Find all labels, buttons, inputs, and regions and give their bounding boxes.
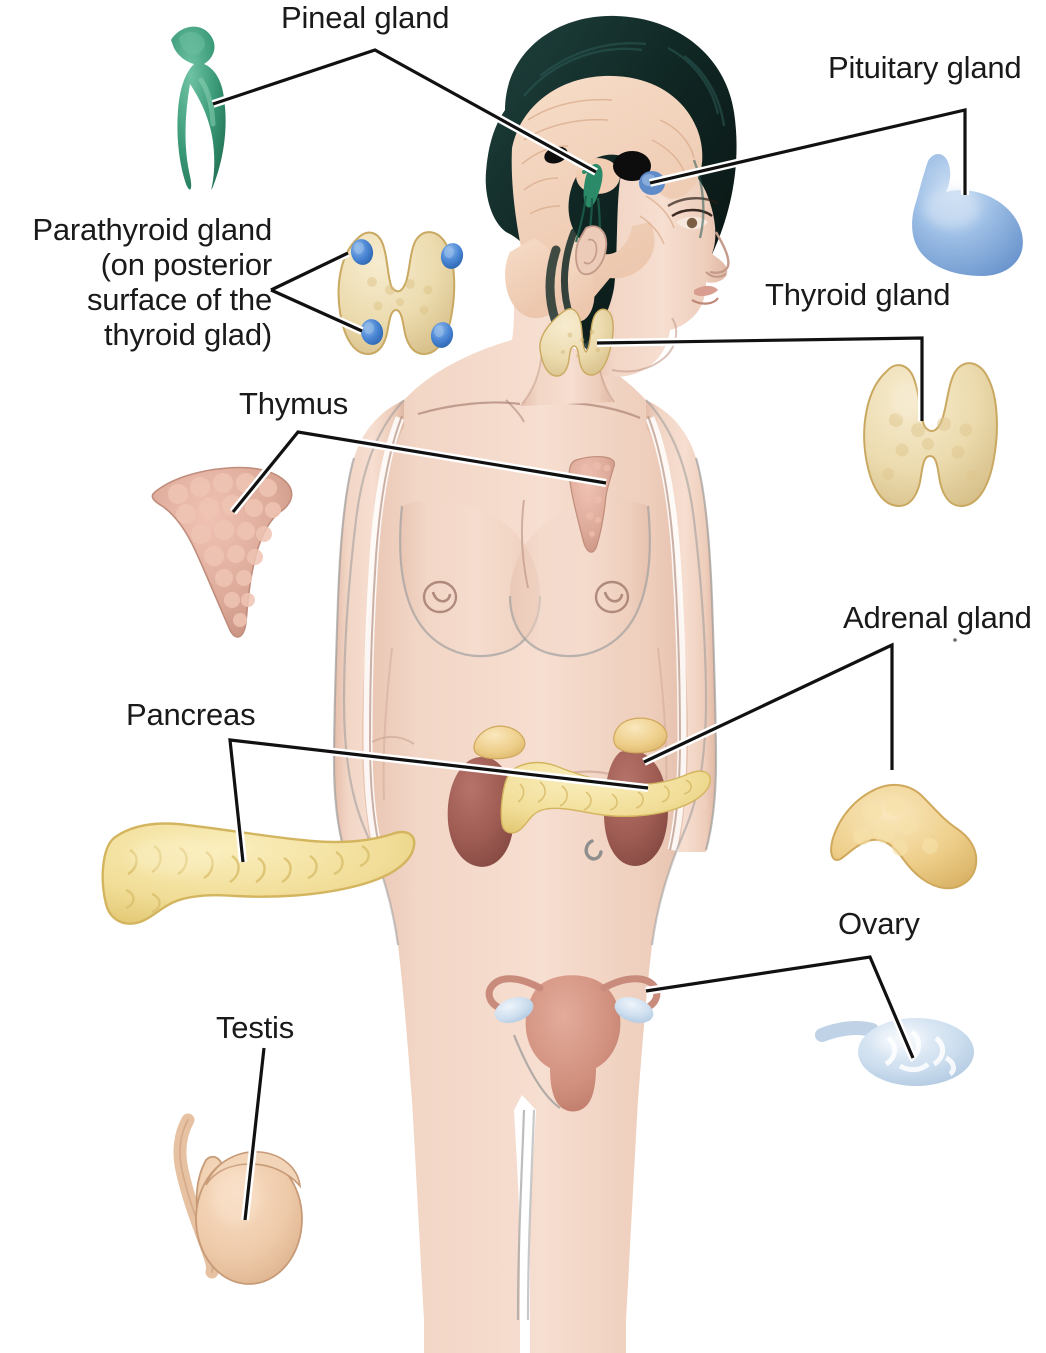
label-adrenal-gland: Adrenal gland: [843, 600, 1032, 635]
breast-left: [400, 500, 540, 657]
adrenal-in-body-right: [613, 717, 668, 754]
pineal-gland-illustration: [171, 26, 226, 190]
brain-sagittal-section: [511, 75, 703, 316]
face: [586, 149, 728, 377]
leader-lines: [211, 45, 969, 1221]
ovary-in-body-left: [494, 997, 534, 1023]
adrenal-in-body-left: [473, 725, 526, 760]
adrenal-gland-illustration: [830, 783, 978, 890]
thyroid-in-neck: [539, 308, 614, 377]
label-ovary: Ovary: [838, 906, 920, 941]
areola-left: [422, 580, 458, 614]
label-testis: Testis: [216, 1010, 295, 1045]
pineal-in-brain: [583, 164, 603, 208]
ear: [575, 225, 608, 276]
ovary-in-body-right: [614, 997, 654, 1023]
leader-ovary: [645, 955, 915, 1059]
leader-parathyroid-gland-2: [270, 288, 363, 333]
leader-pineal-gland: [212, 48, 597, 174]
leader-thyroid-gland: [596, 336, 924, 421]
leader-pituitary-gland: [649, 107, 967, 195]
label-parathyroid-gland: Parathyroid gland (on posterior surface …: [32, 212, 272, 352]
label-pineal-gland: Pineal gland: [281, 0, 450, 35]
breast-right: [510, 500, 650, 657]
body-figure: [332, 15, 737, 1353]
areola-right: [594, 580, 630, 614]
thyroid-gland-illustration: [863, 362, 998, 508]
ventricle: [613, 151, 651, 181]
leader-thymus: [231, 430, 607, 514]
navel: [584, 839, 603, 861]
testis-illustration: [173, 1113, 303, 1285]
label-thyroid-gland: Thyroid gland: [765, 277, 951, 312]
leader-parathyroid-gland: [270, 251, 349, 292]
label-pancreas: Pancreas: [126, 697, 256, 732]
label-thymus: Thymus: [239, 386, 349, 421]
left-arm: [334, 400, 404, 852]
pituitary-gland-illustration: [912, 153, 1023, 276]
head-with-brain-section: [485, 15, 737, 406]
stray-mark: [953, 638, 957, 642]
leader-testis: [243, 1047, 266, 1221]
thymus-illustration: [151, 466, 293, 638]
label-pituitary-gland: Pituitary gland: [828, 50, 1022, 85]
kidney-left: [447, 756, 515, 867]
uterus: [525, 975, 621, 1112]
abdominal-organs: [447, 717, 711, 1112]
pancreas-illustration: [101, 822, 416, 925]
leader-pancreas: [228, 738, 649, 863]
leader-adrenal-gland: [643, 642, 894, 770]
ovary-illustration: [815, 1018, 974, 1086]
parathyroid-gland-illustration: [337, 231, 464, 356]
lips: [694, 285, 718, 297]
